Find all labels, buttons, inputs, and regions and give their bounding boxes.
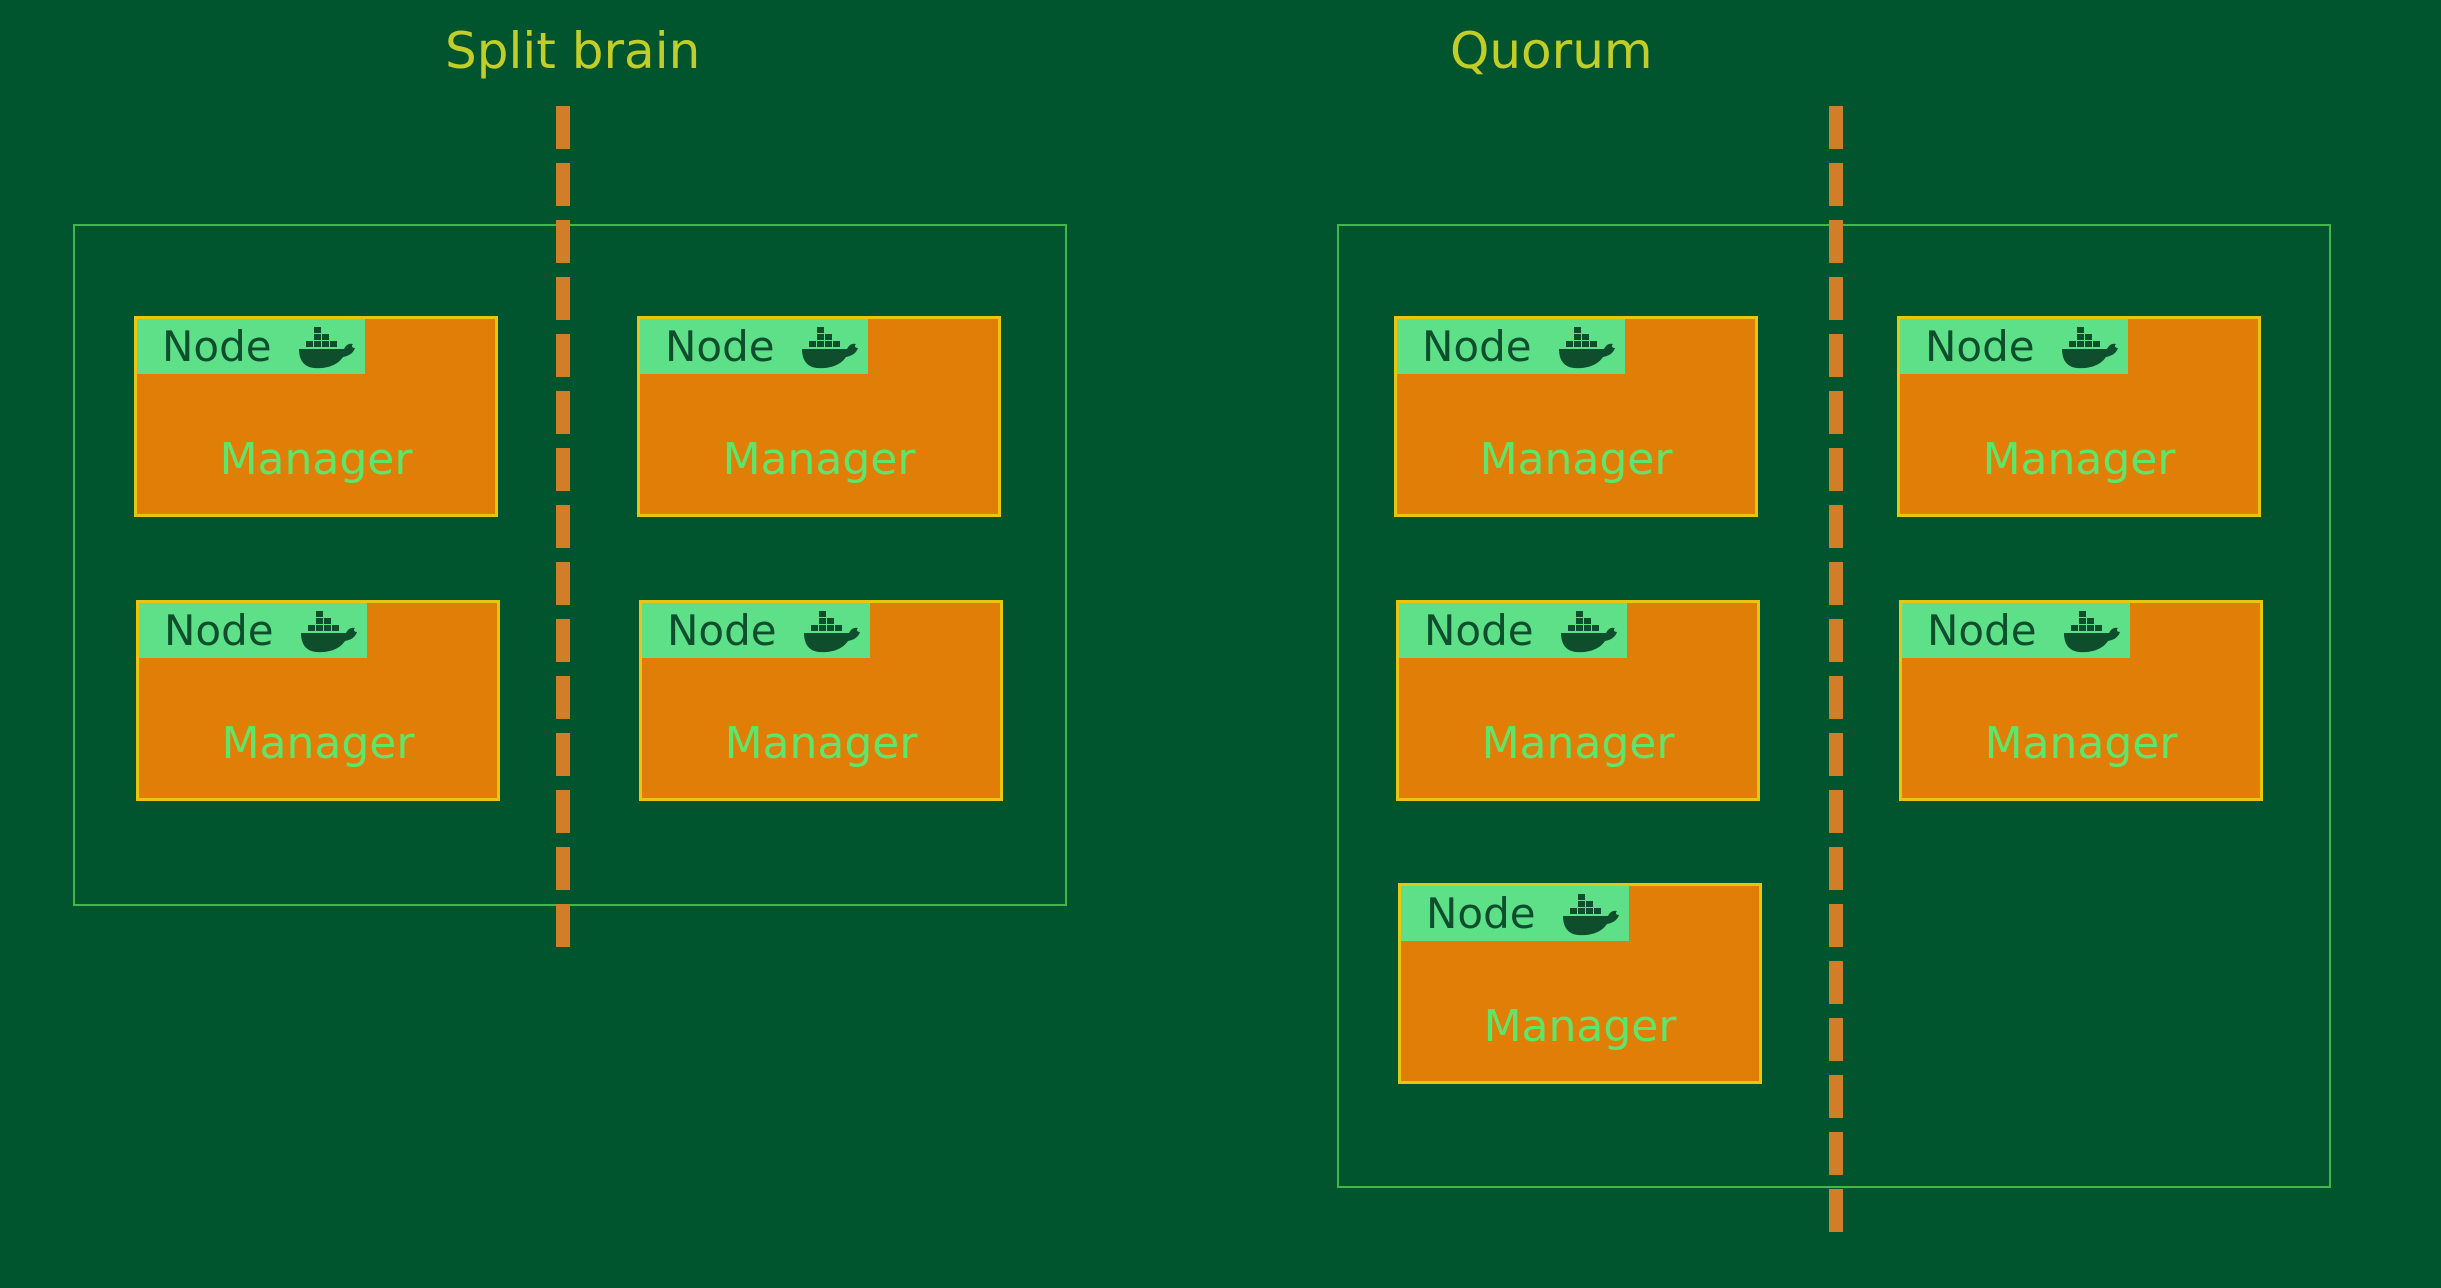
docker-whale-icon [2062, 327, 2118, 369]
quorum-node-1: Node Manager [1394, 316, 1758, 517]
quorum-node-5: Node Manager [1398, 883, 1762, 1084]
node-role-label: Manager [1483, 1001, 1677, 1052]
node-header: Node [139, 603, 367, 658]
quorum-title: Quorum [1450, 22, 1653, 80]
node-header: Node [1399, 603, 1627, 658]
split-brain-cluster [73, 224, 1067, 906]
split-brain-node-2: Node Manager [637, 316, 1001, 517]
docker-whale-icon [1563, 894, 1619, 936]
node-label: Node [1927, 606, 2037, 655]
node-header: Node [137, 319, 365, 374]
quorum-node-4: Node Manager [1899, 600, 2263, 801]
split-brain-node-3: Node Manager [136, 600, 500, 801]
node-label: Node [1422, 322, 1532, 371]
split-brain-node-4: Node Manager [639, 600, 1003, 801]
node-role-label: Manager [1982, 434, 2176, 485]
node-label: Node [665, 322, 775, 371]
split-brain-node-1: Node Manager [134, 316, 498, 517]
node-header: Node [1401, 886, 1629, 941]
node-header: Node [642, 603, 870, 658]
node-role-label: Manager [722, 434, 916, 485]
node-role-label: Manager [1984, 718, 2178, 769]
node-role-label: Manager [1479, 434, 1673, 485]
split-brain-title: Split brain [445, 22, 701, 80]
node-label: Node [1925, 322, 2035, 371]
node-role-label: Manager [1481, 718, 1675, 769]
docker-whale-icon [299, 327, 355, 369]
node-label: Node [162, 322, 272, 371]
node-header: Node [640, 319, 868, 374]
node-label: Node [1426, 889, 1536, 938]
docker-whale-icon [301, 611, 357, 653]
node-label: Node [1424, 606, 1534, 655]
docker-whale-icon [2064, 611, 2120, 653]
docker-whale-icon [802, 327, 858, 369]
node-header: Node [1902, 603, 2130, 658]
node-header: Node [1397, 319, 1625, 374]
quorum-node-3: Node Manager [1396, 600, 1760, 801]
node-label: Node [667, 606, 777, 655]
node-header: Node [1900, 319, 2128, 374]
docker-whale-icon [804, 611, 860, 653]
node-role-label: Manager [221, 718, 415, 769]
quorum-node-2: Node Manager [1897, 316, 2261, 517]
docker-whale-icon [1561, 611, 1617, 653]
node-role-label: Manager [219, 434, 413, 485]
node-role-label: Manager [724, 718, 918, 769]
quorum-partition-line [1829, 106, 1843, 1244]
split-brain-partition-line [556, 106, 570, 949]
node-label: Node [164, 606, 274, 655]
docker-whale-icon [1559, 327, 1615, 369]
